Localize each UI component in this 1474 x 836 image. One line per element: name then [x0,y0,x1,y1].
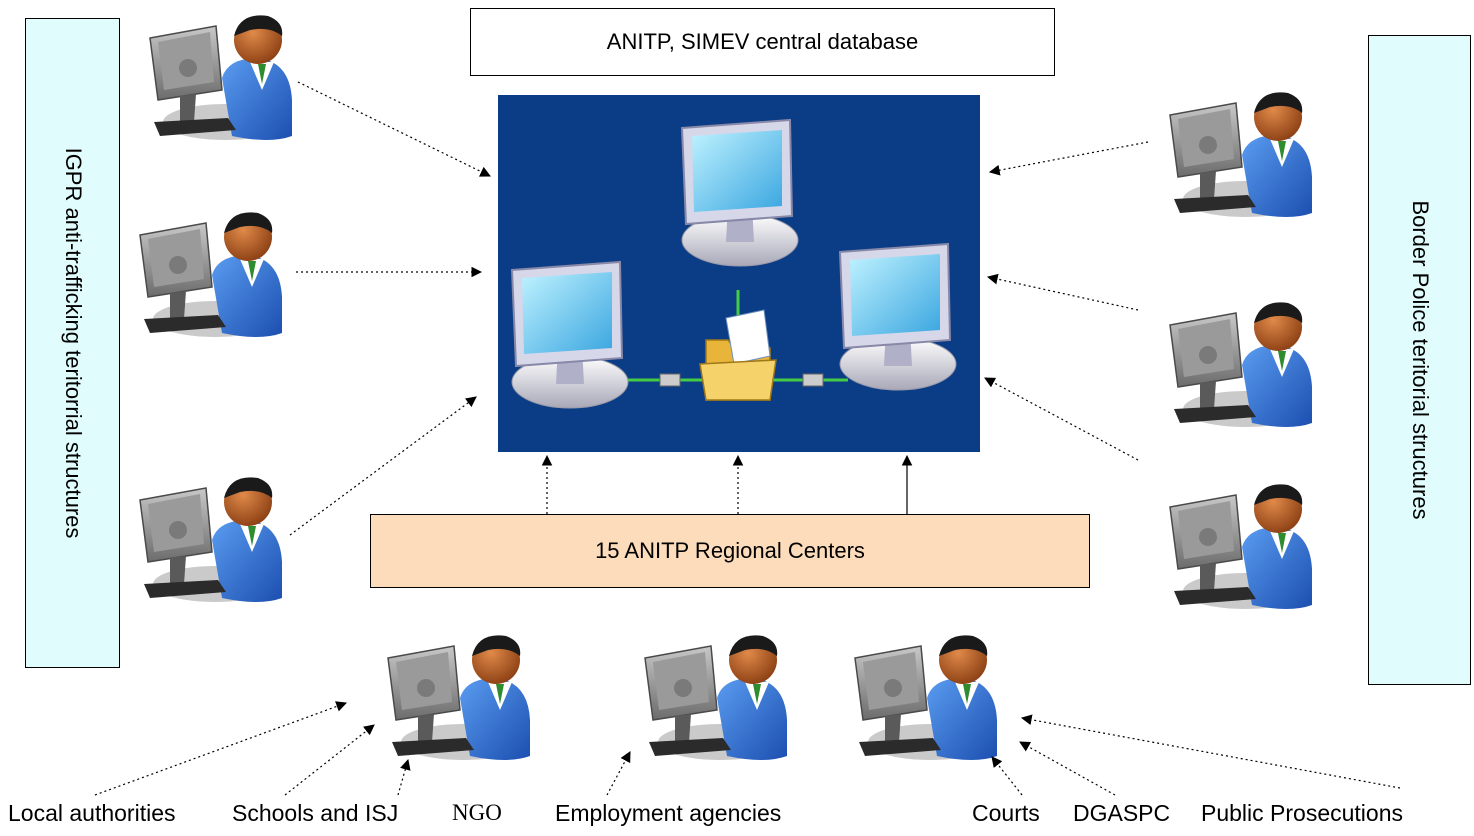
monitor-icon [681,119,799,267]
monitor-icon [839,243,957,391]
igpr-panel: IGPR anti-trafficking teritorrial struct… [25,18,120,668]
user-workstation-icon [387,634,531,761]
employment-agencies-label: Employment agencies [555,800,782,826]
local-authorities-label: Local authorities [8,800,176,826]
user-workstation-icon [149,14,293,141]
user-workstation-icon [139,211,283,338]
courts-label: Courts [972,800,1040,826]
schools-label: Schools and ISJ [232,800,399,826]
border-police-panel: Border Police teritorial structures [1368,35,1471,685]
central-database-box: ANITP, SIMEV central database [470,8,1055,76]
public-prosecutions-label: Public Prosecutions [1201,800,1403,826]
user-workstation-icon [644,634,788,761]
regional-centers-box: 15 ANITP Regional Centers [370,514,1090,588]
folder-icon [699,309,777,401]
dgaspc-label: DGASPC [1073,800,1171,826]
monitor-icon [511,261,629,409]
ngo-label: NGO [452,800,502,825]
user-workstation-icon [139,476,283,603]
user-workstation-icon [1169,483,1313,610]
user-workstation-icon [1169,91,1313,218]
connection-arrows [94,81,1401,796]
regional-centers-label: 15 ANITP Regional Centers [595,538,865,563]
central-database-label: ANITP, SIMEV central database [606,29,919,54]
user-workstation-icon [854,634,998,761]
user-workstation-icon [1169,301,1313,428]
